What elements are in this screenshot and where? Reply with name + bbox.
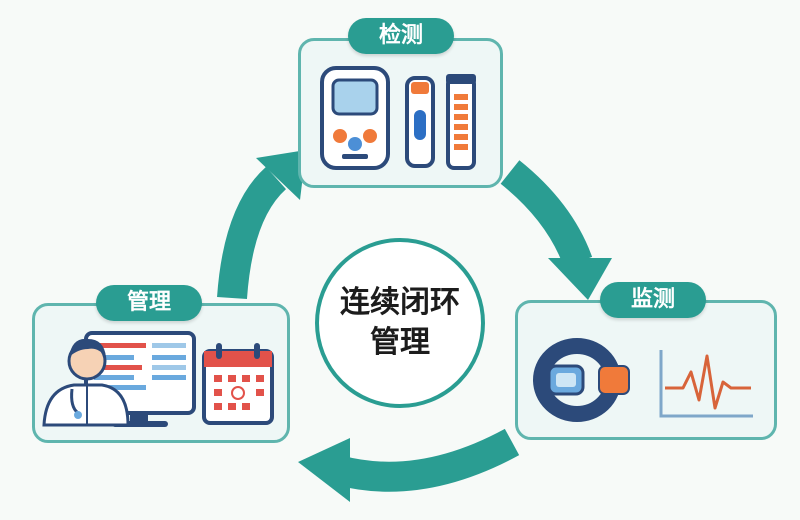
ecg-waveform-icon: [659, 350, 753, 418]
smartwatch-icon: [533, 338, 630, 422]
arrow-head-to-manage: [298, 438, 350, 502]
arrow-head-to-detect: [256, 150, 306, 200]
cycle-arrow-icon: [217, 166, 287, 300]
cycle-arrow-icon: [334, 428, 520, 492]
glucose-meter-icon: [320, 66, 390, 170]
manage-label: 管理: [96, 285, 202, 321]
detect-label: 检测: [348, 18, 454, 54]
manage-devices: [42, 331, 274, 427]
arrow-head-to-monitor: [548, 258, 612, 300]
test-tube-icon: [446, 74, 476, 170]
center-title-line1: 连续闭环: [340, 285, 460, 320]
monitor-label: 监测: [600, 282, 706, 318]
center-circle: 连续闭环 管理: [315, 238, 485, 408]
test-strip-icon: [405, 76, 435, 168]
detect-devices: [320, 66, 476, 170]
center-title-line2: 管理: [370, 325, 430, 360]
monitor-devices: [533, 338, 753, 422]
cycle-arrow-icon: [500, 160, 593, 268]
doctor-icon: [42, 338, 130, 427]
calendar-icon: [202, 343, 274, 425]
